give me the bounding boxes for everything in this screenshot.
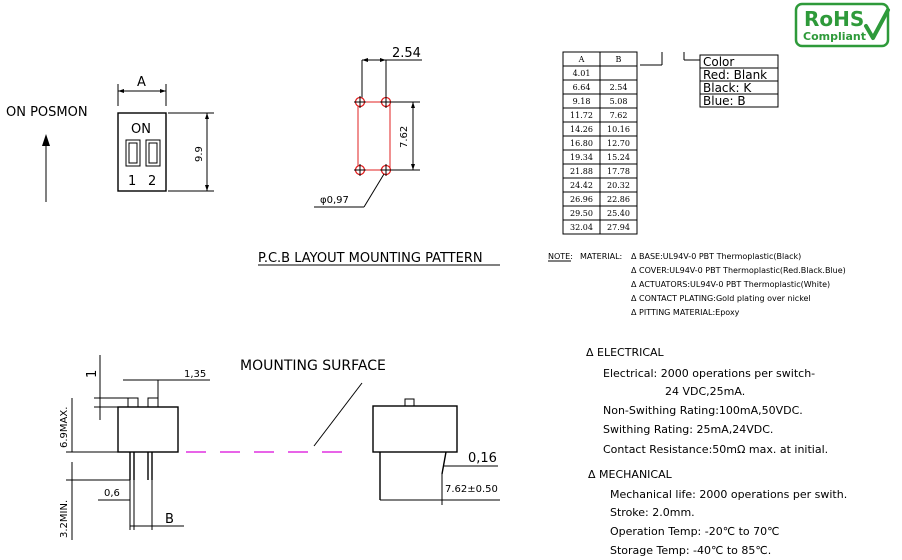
table-cell: 21.88 (570, 167, 593, 176)
electrical-line: Non-Swithing Rating:100mA,50VDC. (603, 404, 803, 417)
end-view: 0,16 7.62±0.50 (372, 398, 500, 505)
dim-1-label: 1 (85, 370, 100, 378)
side-view: MOUNTING SURFACE 1 1,35 6.9MAX. 0,6 3.2M… (59, 355, 386, 540)
check-mark-icon (864, 8, 890, 40)
table-header-cell: A (578, 55, 585, 64)
rohs-subtitle: Compliant (803, 30, 866, 43)
table-cell: 4.01 (573, 69, 591, 78)
color-option-blue: Blue: B (703, 94, 746, 108)
table-cell: 24.42 (570, 181, 593, 190)
table-cell: 12.70 (607, 139, 630, 148)
table-cell: 27.94 (607, 223, 630, 232)
electrical-line: Swithing Rating: 25mA,24VDC. (603, 423, 773, 436)
electrical-specs: Δ ELECTRICAL Electrical: 2000 operations… (586, 346, 828, 456)
material-label: MATERIAL: (580, 252, 622, 261)
hole-diameter-label: φ0,97 (320, 195, 349, 206)
note-item: Δ COVER:UL94V-0 PBT Thermoplastic(Red.Bl… (631, 266, 846, 275)
electrical-line: 24 VDC,25mA. (665, 385, 745, 398)
table-cell: 11.72 (570, 111, 593, 120)
rohs-title: RoHS (804, 7, 864, 31)
table-cell: 7.62 (610, 111, 628, 120)
dim-762-label: 7.62±0.50 (445, 484, 498, 495)
note-item: Δ ACTUATORS:UL94V-0 PBT Thermoplastic(Wh… (631, 280, 830, 289)
table-cell: 2.54 (610, 83, 628, 92)
table-cell: 10.16 (607, 125, 630, 134)
table-cell: 32.04 (570, 223, 593, 232)
dim-height-label: 9.9 (194, 146, 205, 162)
table-cell: 25.40 (607, 209, 630, 218)
dim-69-label: 6.9MAX. (59, 407, 70, 448)
table-cell: 15.24 (607, 153, 630, 162)
color-option-red: Red: Blank (703, 68, 767, 82)
electrical-line: Contact Resistance:50mΩ max. at initial. (603, 443, 828, 456)
up-arrow-icon (42, 134, 50, 146)
table-header-cell: B (616, 55, 622, 64)
dim-a-label: A (137, 75, 146, 90)
dimension-table: A B 4.01 6.64 2.54 9.18 5.08 11.72 7.62 14.26 10.1… (562, 51, 638, 235)
position-2-label: 2 (148, 174, 156, 189)
mechanical-line: Storage Temp: -40℃ to 85℃. (610, 544, 771, 557)
pcb-layout: 2.54 7.62 φ0,97 P.C.B LAYOUT MOUNTING PA… (258, 46, 500, 266)
pcb-caption: P.C.B LAYOUT MOUNTING PATTERN (258, 251, 483, 266)
table-cell: 22.86 (607, 195, 630, 204)
color-option-black: Black: K (703, 81, 752, 95)
position-1-label: 1 (128, 174, 136, 189)
top-view: ON POSMON A ON 1 2 9.9 (6, 75, 214, 202)
table-cell: 20.32 (607, 181, 630, 190)
note-item: Δ BASE:UL94V-0 PBT Thermoplastic(Black) (631, 252, 801, 261)
mechanical-line: Operation Temp: -20℃ to 70℃ (610, 525, 779, 538)
table-cell: 29.50 (570, 209, 593, 218)
dim-06-label: 0,6 (104, 488, 120, 499)
dim-32-label: 3.2MIN. (59, 500, 70, 538)
table-cell: 9.18 (573, 97, 591, 106)
table-cell: 17.78 (607, 167, 630, 176)
table-cell: 19.34 (570, 153, 593, 162)
rohs-badge: RoHS Compliant (794, 2, 890, 48)
mechanical-line: Mechanical life: 2000 operations per swi… (610, 488, 847, 501)
dim-b-label: B (165, 512, 174, 527)
dim-pcb-height-label: 7.62 (399, 126, 410, 148)
table-cell: 14.26 (570, 125, 593, 134)
color-title: Color (703, 55, 734, 69)
on-label: ON (131, 122, 151, 137)
material-notes: NOTE: MATERIAL: Δ BASE:UL94V-0 PBT Therm… (548, 252, 846, 317)
table-cell: 6.64 (573, 83, 591, 92)
dim-135-label: 1,35 (184, 369, 206, 380)
mounting-surface-label: MOUNTING SURFACE (240, 358, 386, 374)
table-cell: 16.80 (570, 139, 593, 148)
color-options-box: Color Red: Blank Black: K Blue: B (699, 54, 779, 108)
mechanical-specs: Δ MECHANICAL Mechanical life: 2000 opera… (588, 468, 847, 557)
note-item: Δ PITTING MATERIAL:Epoxy (631, 308, 740, 317)
mechanical-heading: Δ MECHANICAL (588, 468, 673, 481)
electrical-line: Electrical: 2000 operations per switch- (603, 367, 815, 380)
electrical-heading: Δ ELECTRICAL (586, 346, 665, 359)
dim-pitch-label: 2.54 (392, 46, 421, 61)
table-cell: 26.96 (570, 195, 593, 204)
note-label: NOTE: (548, 252, 573, 261)
dim-016-label: 0,16 (468, 451, 497, 466)
mechanical-line: Stroke: 2.0mm. (610, 506, 695, 519)
on-posmon-label: ON POSMON (6, 105, 88, 120)
note-item: Δ CONTACT PLATING:Gold plating over nick… (631, 294, 811, 303)
table-cell: 5.08 (610, 97, 628, 106)
